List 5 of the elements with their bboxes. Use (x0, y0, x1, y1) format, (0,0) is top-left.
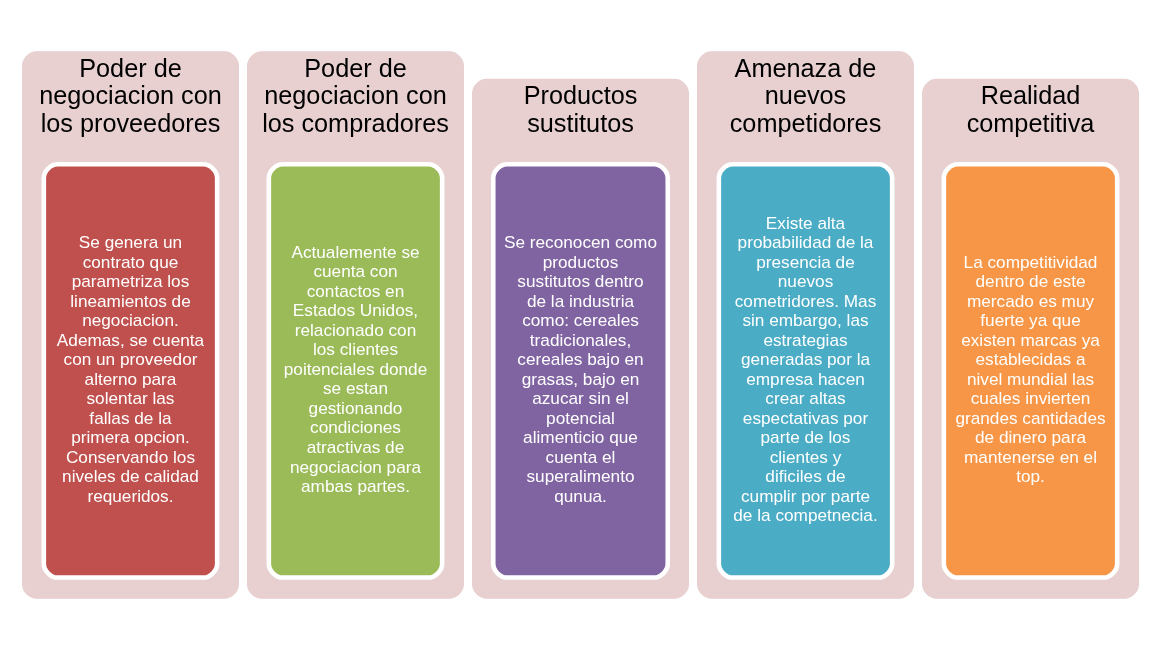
node-box: Existe alta probabilidad de la presencia de nuevos cometridores. Mas sin embargo, las estrategias generadas por la empresa hacen crear altas espectativas por parte de los clientes y dificiles de cumplir por parte de la competnecia. (716, 162, 895, 580)
node-box: Actualemente se cuenta con contactos en Estados Unidos, relacionado con los clientes poitenciales donde se estan gestionando condiciones atractivas de negociacion para ambas partes. (266, 162, 445, 580)
node-box: La competitividad dentro de este mercado es muy fuerte ya que existen marcas ya establecidas a nivel mundial las cuales invierten grandes cantidades de dinero para mantenerse en el top. (941, 162, 1120, 580)
node-box: Se reconocen como productos sustitutos dentro de la industria como: cereales tradicionales, cereales bajo en grasas, bajo en azucar sin el potencial alimenticio que cuenta el superalimento qunua. (490, 162, 671, 580)
node-box: Se genera un contrato que parametriza los lineamientos de negociacion. Ademas, se cuenta con un proveedor alterno para solentar las fallas de la primera opcion. Conservando los niveles de calidad requeridos. (41, 162, 220, 580)
